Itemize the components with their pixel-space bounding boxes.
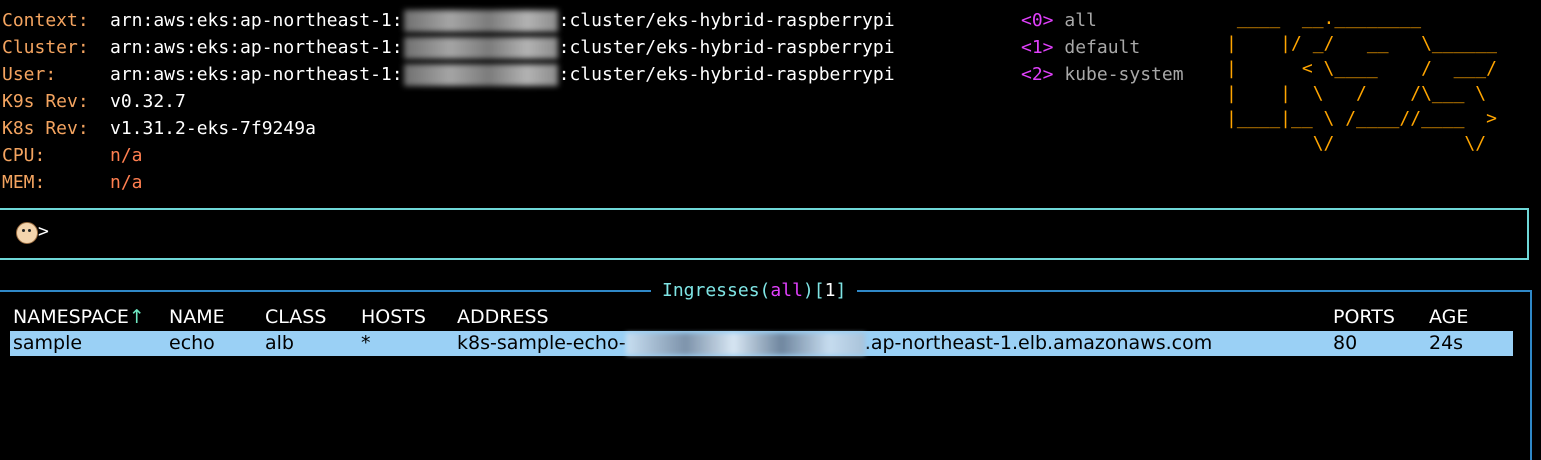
cell-address: k8s-sample-echo-.ap-northeast-1.elb.amaz… bbox=[457, 332, 1213, 355]
column-class[interactable]: CLASS bbox=[265, 306, 327, 328]
cell-name: echo bbox=[169, 332, 215, 354]
column-namespace[interactable]: NAMESPACE↑ bbox=[13, 306, 145, 328]
shortcut-namespace: default bbox=[1064, 37, 1141, 58]
k9s-rev-label: K9s Rev: bbox=[2, 91, 89, 112]
shortcut-namespace: all bbox=[1064, 10, 1097, 31]
sort-arrow-icon: ↑ bbox=[128, 306, 145, 328]
cpu-value: n/a bbox=[110, 145, 143, 166]
mem-value: n/a bbox=[110, 172, 143, 193]
column-name[interactable]: NAME bbox=[169, 306, 225, 328]
namespace-shortcut-kube-system[interactable]: <2> kube-system bbox=[1021, 61, 1184, 88]
column-age[interactable]: AGE bbox=[1429, 306, 1469, 328]
redacted-account-id bbox=[403, 37, 558, 59]
shortcut-key: <2> bbox=[1021, 64, 1054, 85]
column-ports[interactable]: PORTS bbox=[1333, 306, 1395, 328]
cluster-label: Cluster: bbox=[2, 37, 89, 58]
resource-table-frame bbox=[0, 290, 1532, 460]
mem-label: MEM: bbox=[2, 172, 46, 193]
command-prompt[interactable]: > bbox=[0, 208, 1529, 260]
k8s-rev-value: v1.31.2-eks-7f9249a bbox=[110, 118, 316, 139]
user-value: arn:aws:eks:ap-northeast-1::cluster/eks-… bbox=[110, 64, 895, 86]
cell-namespace: sample bbox=[13, 332, 83, 354]
k9s-rev-value: v0.32.7 bbox=[110, 91, 186, 112]
namespace-filter: all bbox=[770, 280, 803, 301]
redacted-address bbox=[625, 332, 865, 355]
cell-ports: 80 bbox=[1333, 332, 1358, 354]
cell-age: 24s bbox=[1429, 332, 1464, 354]
shortcut-namespace: kube-system bbox=[1064, 64, 1184, 85]
user-label: User: bbox=[2, 64, 57, 85]
redacted-account-id bbox=[403, 10, 558, 32]
resource-count: 1 bbox=[824, 280, 836, 301]
context-label: Context: bbox=[2, 10, 89, 31]
prompt-caret: > bbox=[38, 221, 49, 242]
table-row[interactable]: sample echo alb * k8s-sample-echo-.ap-no… bbox=[10, 331, 1513, 356]
column-hosts[interactable]: HOSTS bbox=[361, 306, 426, 328]
dog-icon bbox=[16, 222, 38, 244]
namespace-shortcut-all[interactable]: <0> all bbox=[1021, 7, 1184, 34]
resource-name: Ingresses bbox=[662, 280, 760, 301]
k8s-rev-label: K8s Rev: bbox=[2, 118, 89, 139]
redacted-account-id bbox=[403, 64, 558, 86]
context-value: arn:aws:eks:ap-northeast-1::cluster/eks-… bbox=[110, 10, 895, 32]
shortcut-key: <1> bbox=[1021, 37, 1054, 58]
k9s-logo: ____ __.________ | |/ _/ __ \______ | < … bbox=[1226, 8, 1497, 154]
cpu-label: CPU: bbox=[2, 145, 46, 166]
namespace-shortcut-default[interactable]: <1> default bbox=[1021, 34, 1184, 61]
column-address[interactable]: ADDRESS bbox=[457, 306, 549, 328]
shortcut-key: <0> bbox=[1021, 10, 1054, 31]
cluster-value: arn:aws:eks:ap-northeast-1::cluster/eks-… bbox=[110, 37, 895, 59]
namespace-shortcuts: <0> all <1> default <2> kube-system bbox=[1021, 7, 1184, 88]
cell-class: alb bbox=[265, 332, 294, 354]
cell-hosts: * bbox=[361, 332, 371, 354]
table-title: Ingresses(all)[1] bbox=[651, 278, 858, 304]
